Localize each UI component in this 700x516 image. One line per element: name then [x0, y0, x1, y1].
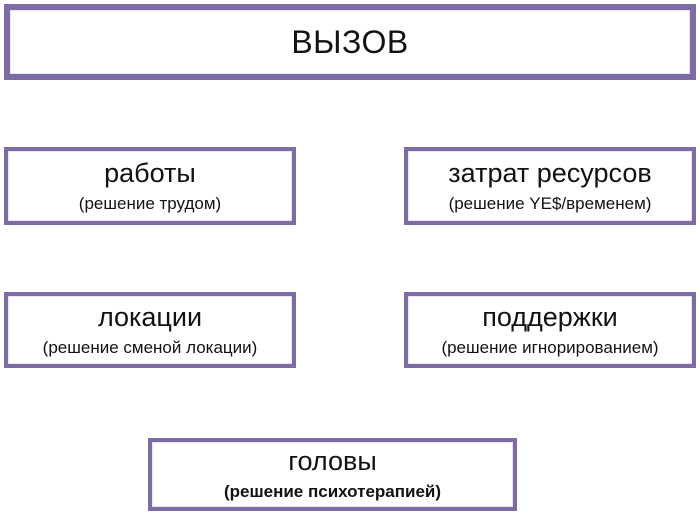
- support-box: поддержки (решение игнорированием): [404, 292, 696, 368]
- support-box-title: поддержки: [482, 301, 618, 332]
- head-box: головы (решение психотерапией): [148, 438, 517, 511]
- work-box-title: работы: [104, 157, 196, 188]
- resources-box-title: затрат ресурсов: [448, 157, 652, 188]
- location-box-title: локации: [97, 301, 203, 332]
- resources-box: затрат ресурсов (решение YE$/временем): [404, 147, 696, 225]
- support-box-subtitle: (решение игнорированием): [441, 337, 659, 357]
- work-box-subtitle: (решение трудом): [78, 193, 222, 213]
- location-box: локации (решение сменой локации): [4, 292, 296, 368]
- head-box-title: головы: [288, 446, 377, 477]
- resources-box-subtitle: (решение YE$/временем): [448, 193, 652, 213]
- work-box: работы (решение трудом): [4, 147, 296, 225]
- location-box-subtitle: (решение сменой локации): [42, 337, 258, 357]
- challenge-title-label: ВЫЗОВ: [291, 23, 409, 60]
- head-box-subtitle: (решение психотерапией): [223, 482, 442, 502]
- challenge-title-box: ВЫЗОВ: [4, 4, 696, 80]
